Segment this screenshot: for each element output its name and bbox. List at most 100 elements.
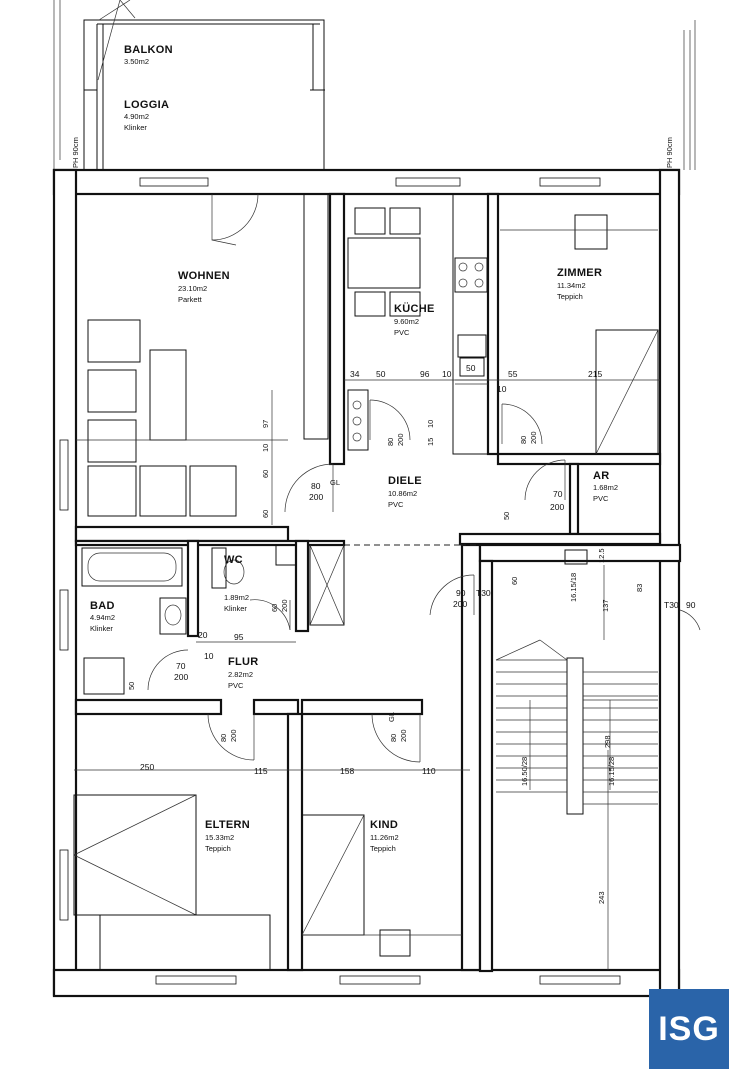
dim-value: 97 xyxy=(261,420,270,428)
dim-value: 50 xyxy=(127,682,136,690)
room-name: FLUR xyxy=(228,656,259,668)
room-name: KIND xyxy=(370,819,398,831)
dim-value: 80 xyxy=(389,734,398,742)
room-name: ZIMMER xyxy=(557,267,602,279)
dim-bad-door: 70 200 50 xyxy=(127,661,188,690)
dim-value: 115 xyxy=(254,766,268,776)
room-area: 11.26m2 xyxy=(370,833,399,842)
zimmer-furniture xyxy=(500,214,659,455)
dim-value: 12.5 xyxy=(597,548,606,563)
diele-doors xyxy=(284,459,566,626)
dim-value: 60 xyxy=(510,577,519,585)
inner-walls xyxy=(74,192,682,973)
room-label-kind: KIND 11.26m2 Teppich xyxy=(370,819,399,853)
stair-labels: 16.15/18 16.50/28 16.15/28 298 243 xyxy=(520,573,616,904)
dim-value: 200 xyxy=(399,729,408,742)
dim-value: 70 xyxy=(176,661,186,671)
room-area: 4.90m2 xyxy=(124,112,149,121)
room-name: BAD xyxy=(90,600,115,612)
room-area: 2.82m2 xyxy=(228,670,253,679)
dim-value: T30 xyxy=(664,600,679,610)
room-name: AR xyxy=(593,470,610,482)
room-area: 23.10m2 xyxy=(178,284,207,293)
room-floor: Teppich xyxy=(557,292,583,301)
dim-value: 90 xyxy=(456,588,466,598)
kind-furniture xyxy=(301,814,462,957)
dim-value: GL xyxy=(387,712,396,722)
dim-value: 200 xyxy=(550,502,564,512)
dim-value: 83 xyxy=(635,584,644,592)
eltern-furniture xyxy=(73,769,470,971)
room-name: WC xyxy=(224,554,243,566)
stair-label: 243 xyxy=(597,891,606,904)
room-area: 10.86m2 xyxy=(388,489,417,498)
dim-value: 50 xyxy=(502,512,511,520)
room-label-loggia: LOGGIA 4.90m2 Klinker xyxy=(124,99,169,132)
dim-zimmer-door: 80 200 xyxy=(519,431,538,444)
dim-value: 200 xyxy=(174,672,188,682)
dim-value: 80 xyxy=(386,438,395,446)
dim-value: 110 xyxy=(422,766,436,776)
dim-value: 50 xyxy=(376,369,386,379)
room-floor: Klinker xyxy=(224,604,247,613)
room-name: BALKON xyxy=(124,44,173,56)
dim-value: 215 xyxy=(588,369,602,379)
dim-value: 200 xyxy=(229,729,238,742)
dim-value: 80 xyxy=(219,734,228,742)
room-name: LOGGIA xyxy=(124,99,169,111)
dim-value: 90 xyxy=(686,600,696,610)
isg-logo: ISG xyxy=(649,989,729,1069)
room-label-balkon: BALKON 3.50m2 xyxy=(124,44,173,66)
stair-label: 16.15/28 xyxy=(607,757,616,786)
dim-value: 200 xyxy=(309,492,323,502)
dim-value: 10 xyxy=(426,420,435,428)
room-label-zimmer: ZIMMER 11.34m2 Teppich xyxy=(557,267,602,301)
dim-value: T30 xyxy=(476,588,491,598)
dim-value: 96 xyxy=(420,369,430,379)
dim-value: 50 xyxy=(466,363,476,373)
room-floor: Teppich xyxy=(370,844,396,853)
room-name: KÜCHE xyxy=(394,302,435,315)
room-area: 1.68m2 xyxy=(593,483,618,492)
bad-furniture xyxy=(81,544,297,695)
room-floor: PVC xyxy=(394,328,410,337)
room-name: DIELE xyxy=(388,475,422,487)
room-name: ELTERN xyxy=(205,819,250,831)
dim-value: 20 xyxy=(198,630,208,640)
dim-value: 200 xyxy=(529,431,538,444)
dim-value: 95 xyxy=(234,632,244,642)
dim-value: 137 xyxy=(601,599,610,612)
room-label-eltern: ELTERN 15.33m2 Teppich xyxy=(205,819,250,853)
room-floor: Klinker xyxy=(124,123,147,132)
dim-value: 80 xyxy=(519,436,528,444)
dim-value: 250 xyxy=(140,762,154,772)
dim-diele-door: 80 GL 200 xyxy=(309,478,340,502)
dim-value: 70 xyxy=(553,489,563,499)
outer-walls xyxy=(52,168,681,998)
staircase xyxy=(495,549,658,970)
room-floor: PVC xyxy=(388,500,404,509)
dim-value: GL xyxy=(330,478,340,487)
dim-value: 60 xyxy=(261,470,270,478)
dim-value: 10 xyxy=(261,444,270,452)
dim-bad-row: 20 95 10 xyxy=(196,630,296,661)
dim-value: 200 xyxy=(453,599,467,609)
dim-value: 55 xyxy=(508,369,518,379)
dim-value: 10 xyxy=(442,369,452,379)
dim-kitchen-row: 34 50 96 10 50 10 55 215 xyxy=(344,363,660,394)
dim-value: 158 xyxy=(340,766,354,776)
room-label-flur: FLUR 2.82m2 PVC xyxy=(228,656,259,690)
logo-text: ISG xyxy=(658,1009,720,1048)
dim-value: 15 xyxy=(426,438,435,446)
room-label-wc: WC 1.89m2 Klinker xyxy=(224,554,249,613)
dim-value: 200 xyxy=(396,433,405,446)
room-area: 15.33m2 xyxy=(205,833,234,842)
dim-value: 34 xyxy=(350,369,360,379)
wohnen-furniture xyxy=(76,193,329,517)
room-name: WOHNEN xyxy=(178,270,230,282)
dim-stair-right: 137 83 T30 90 12.5 xyxy=(597,548,696,612)
room-label-kueche: KÜCHE 9.60m2 PVC xyxy=(394,302,435,337)
room-floor: PVC xyxy=(228,681,244,690)
dim-ar-door: 70 200 50 xyxy=(502,489,564,520)
